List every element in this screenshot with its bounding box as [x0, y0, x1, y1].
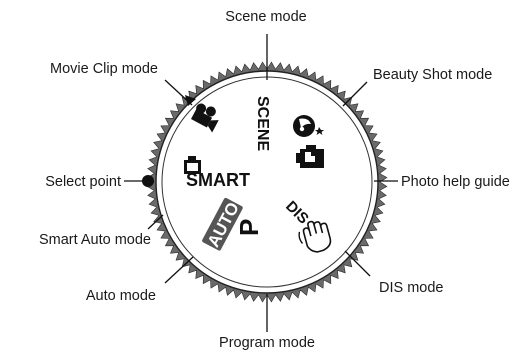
photo-help-icon [296, 145, 324, 168]
auto-leader [164, 256, 194, 284]
label-photo-help-guide: Photo help guide [401, 174, 510, 190]
select-point-dot-icon [142, 175, 154, 187]
label-auto-mode: Auto mode [86, 288, 156, 304]
dial-smart-text: SMART [186, 170, 250, 190]
dial-program-text: P [234, 219, 264, 236]
outer-labels: Scene mode Movie Clip mode Beauty Shot m… [39, 9, 510, 351]
label-scene-mode: Scene mode [225, 9, 306, 25]
label-smart-auto-mode: Smart Auto mode [39, 232, 151, 248]
movie-camera-icon [191, 103, 219, 133]
label-dis-mode: DIS mode [379, 280, 443, 296]
dial-modes: SCENE SMART [184, 95, 332, 253]
label-movie-clip-mode: Movie Clip mode [50, 61, 158, 77]
dis-leader [344, 250, 371, 277]
beauty-face-icon [293, 115, 324, 137]
movie-camera-mark-icon [185, 95, 196, 106]
smart-camera-icon [184, 156, 201, 174]
label-beauty-shot-mode: Beauty Shot mode [373, 67, 492, 83]
label-select-point: Select point [45, 174, 121, 190]
label-program-mode: Program mode [219, 335, 315, 351]
beauty-leader [342, 81, 368, 107]
dial-scene-text: SCENE [254, 96, 271, 151]
smart-auto-leader [147, 214, 164, 230]
dis-hand-icon [298, 220, 332, 253]
